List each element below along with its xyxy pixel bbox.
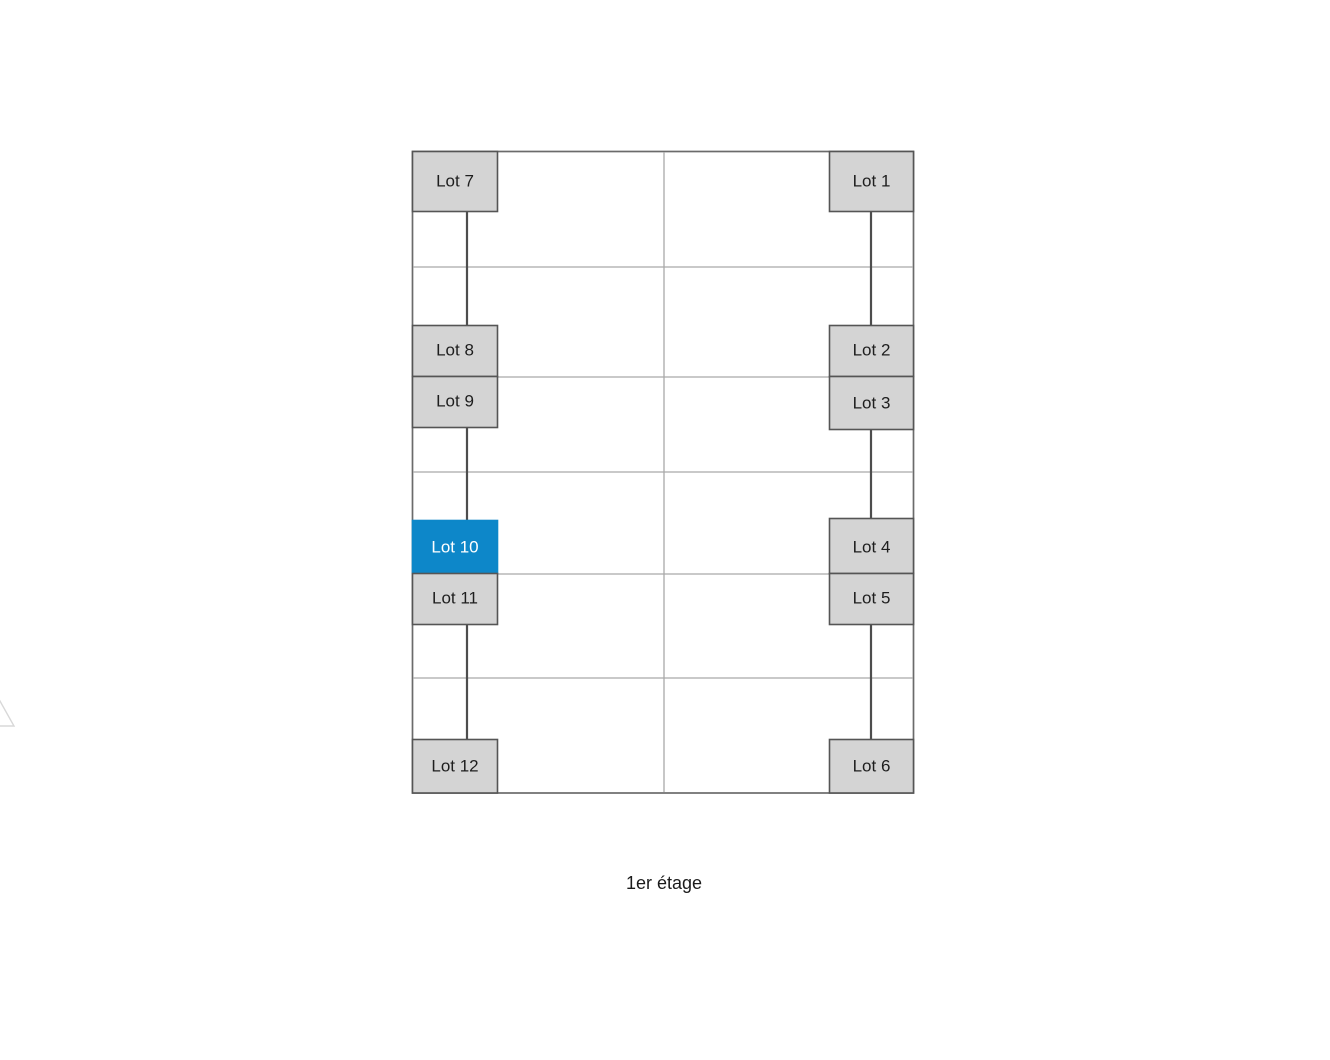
lot-10[interactable]: Lot 10: [411, 519, 499, 575]
lot-7[interactable]: Lot 7: [411, 150, 499, 213]
edge-artifact-line: [0, 699, 16, 727]
floor-caption: 1er étage: [626, 873, 702, 893]
building-outline: [411, 150, 915, 794]
lot-5[interactable]: Lot 5: [828, 572, 915, 626]
lot-2[interactable]: Lot 2: [828, 324, 915, 378]
lot-8[interactable]: Lot 8: [411, 324, 499, 378]
lot-12[interactable]: Lot 12: [411, 738, 499, 794]
lot-1[interactable]: Lot 1: [828, 150, 915, 213]
lot-11[interactable]: Lot 11: [411, 572, 499, 626]
lot-6[interactable]: Lot 6: [828, 738, 915, 794]
lot-9[interactable]: Lot 9: [411, 375, 499, 429]
lot-3[interactable]: Lot 3: [828, 375, 915, 431]
lot-4[interactable]: Lot 4: [828, 517, 915, 575]
